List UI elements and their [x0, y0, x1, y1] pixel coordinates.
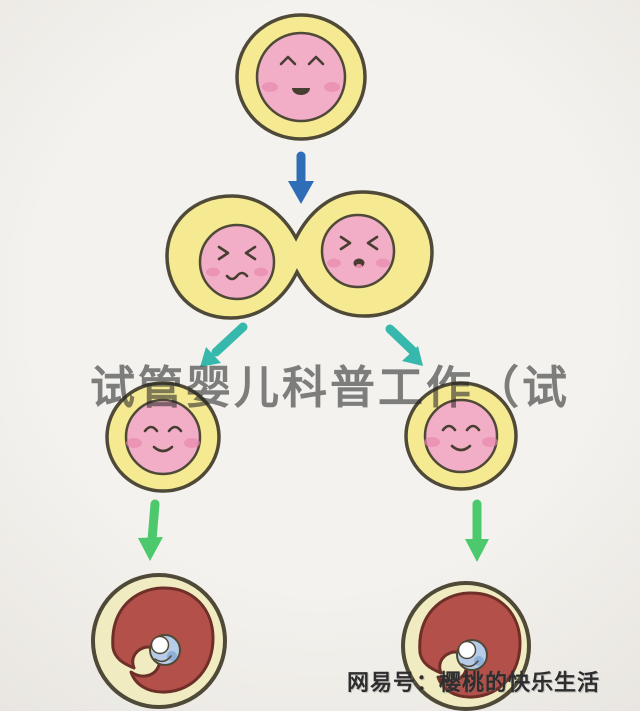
daughter-left-nucleus — [124, 398, 202, 476]
arrow-down-left-icon — [200, 322, 248, 367]
zygote-face-icon — [262, 55, 340, 95]
credit-text: 网易号：樱桃的快乐生活 — [347, 670, 601, 695]
dividing-nucleus-right — [320, 213, 396, 289]
arrow-down-1-icon — [288, 151, 314, 204]
zygote-cell — [235, 13, 367, 141]
daughter-right-face-icon — [424, 424, 498, 452]
daughter-cell-left — [105, 381, 221, 493]
dividing-cell — [165, 190, 434, 320]
zygote-nucleus — [255, 31, 347, 123]
daughter-left-face-icon — [126, 425, 200, 453]
arrow-down-2-right-icon — [465, 499, 489, 562]
embryo-left-body — [111, 586, 215, 694]
daughter-cell-right — [404, 381, 518, 491]
daughter-right-nucleus — [423, 398, 499, 474]
dividing-nucleus-left — [198, 223, 276, 301]
embryo-left — [91, 573, 227, 709]
embryo-right — [401, 581, 531, 711]
arrow-down-right-icon — [385, 324, 423, 366]
arrow-down-2-left-icon — [138, 499, 163, 561]
